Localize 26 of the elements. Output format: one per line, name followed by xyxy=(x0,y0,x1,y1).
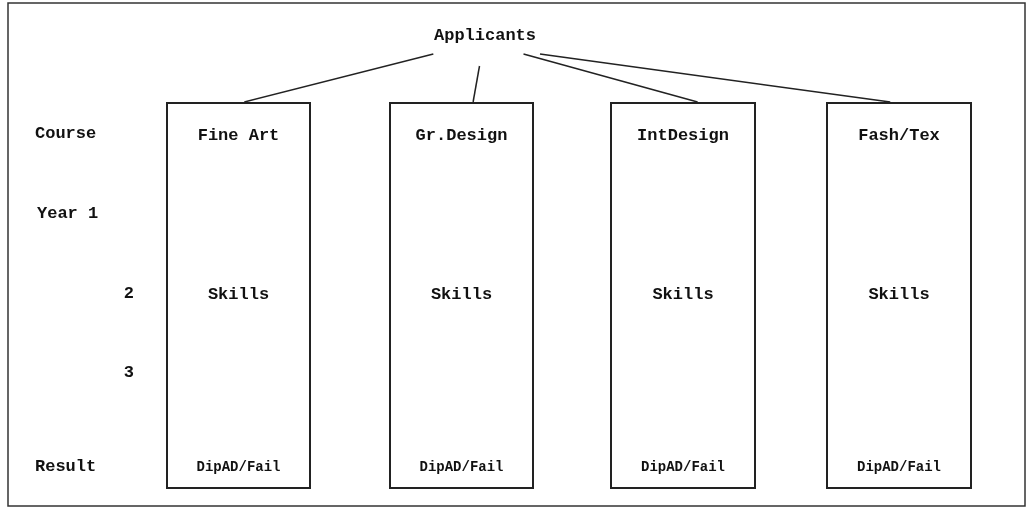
course-column-box xyxy=(166,102,311,489)
root-label: Applicants xyxy=(430,26,540,48)
row-label: 2 xyxy=(123,284,134,303)
row-label: Result xyxy=(35,457,97,476)
row-label: 3 xyxy=(123,363,134,382)
column-body: Skills xyxy=(429,285,494,304)
column-heading: Fine Art xyxy=(196,126,281,145)
column-body: Skills xyxy=(867,285,931,304)
column-body: Skills xyxy=(651,285,715,304)
connector-line xyxy=(243,53,435,103)
column-result: DipAD/Fail xyxy=(640,459,726,475)
course-column-box xyxy=(610,102,756,489)
connector-line xyxy=(539,53,891,103)
course-column-box xyxy=(826,102,972,489)
column-result: DipAD/Fail xyxy=(856,459,942,475)
row-label: Course xyxy=(35,124,97,143)
column-result: DipAD/Fail xyxy=(195,459,282,475)
column-heading: Gr.Design xyxy=(414,126,509,145)
column-result: DipAD/Fail xyxy=(418,459,505,475)
connector-line xyxy=(522,53,699,103)
column-heading: IntDesign xyxy=(636,126,730,145)
connector-line xyxy=(472,65,481,103)
column-body: Skills xyxy=(206,285,271,304)
row-label: Year 1 xyxy=(37,204,99,223)
column-heading: Fash/Tex xyxy=(857,126,941,145)
course-column-box xyxy=(389,102,534,489)
